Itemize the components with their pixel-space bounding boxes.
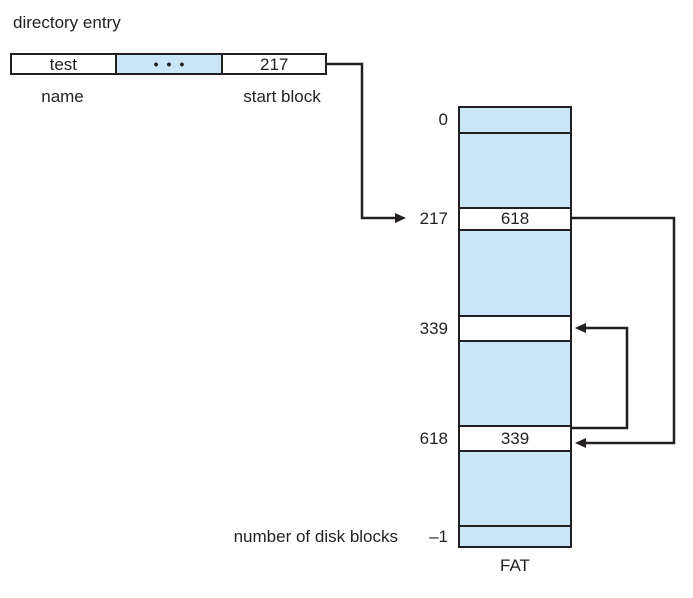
fat-row-index: 618 [419,428,448,448]
fat-row-index: 217 [419,209,448,228]
fat-row [460,132,570,207]
fat-row [460,229,570,315]
fat-row-index: –1 [429,526,448,546]
name-label: name [41,87,84,106]
directory-entry-name-cell: test [49,54,78,74]
fat-row: 217 618 [420,207,570,229]
directory-entry-title: directory entry [13,13,121,32]
directory-entry-box: test ••• 217 [10,53,327,75]
arrow-618-to-339 [571,323,629,430]
fat-row-index: 339 [419,318,448,338]
start-block-label: start block [243,87,321,106]
fat-row-index: 0 [438,110,448,129]
fat-caption: FAT [500,556,530,575]
arrow-217-to-618 [571,216,676,448]
fat-row [460,340,570,425]
fat-row: 0 [439,108,570,132]
directory-entry-start-block-cell: 217 [221,55,325,73]
fat-row: 339 [420,315,570,340]
fat-row: 618 339 [420,425,570,450]
directory-entry-ellipsis-cell: ••• [114,55,222,73]
fat-row: –1 [429,525,570,546]
number-of-disk-blocks-label: number of disk blocks [233,527,398,546]
fat-table: 0 217 618 339 618 339 –1 [420,106,572,548]
fat-row [460,450,570,525]
fat-row-value: 339 [500,428,530,448]
fat-row-value: 618 [500,209,530,228]
